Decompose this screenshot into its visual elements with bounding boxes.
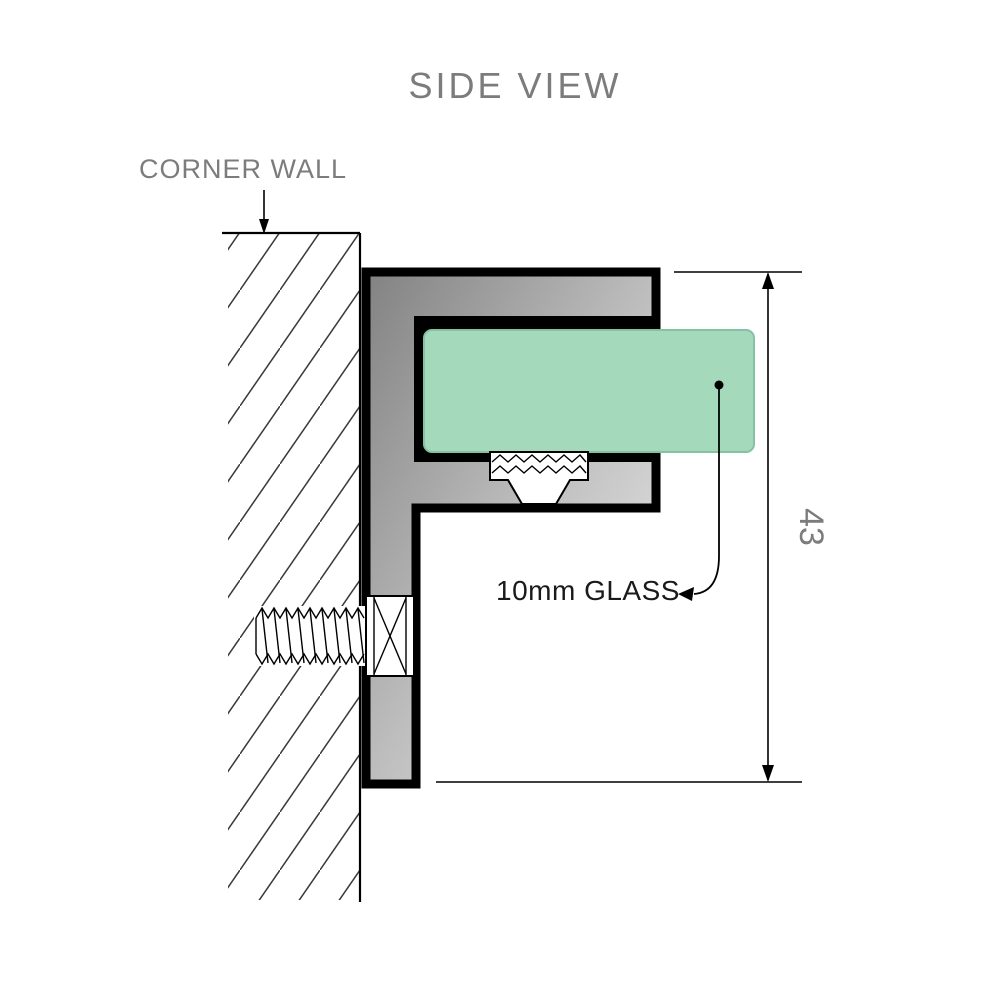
dimension-line	[762, 272, 774, 782]
glass-label: 10mm GLASS	[496, 575, 680, 606]
figure-title: SIDE VIEW	[408, 65, 621, 106]
grub-screw	[489, 451, 589, 505]
corner-wall-arrow	[259, 190, 269, 234]
mounting-screw	[254, 595, 415, 677]
dimension-extension-lines	[436, 271, 802, 783]
glass-callout	[678, 380, 724, 601]
glass-panel	[423, 329, 755, 453]
glass-callout-dot	[714, 380, 724, 390]
corner-wall-label: CORNER WALL	[139, 154, 347, 184]
wall-hatching	[228, 234, 360, 900]
dimension-label: 43	[792, 508, 830, 546]
glass-leader-line	[693, 389, 720, 595]
wall-line	[222, 231, 362, 902]
glass-leader-arrow	[678, 587, 694, 601]
